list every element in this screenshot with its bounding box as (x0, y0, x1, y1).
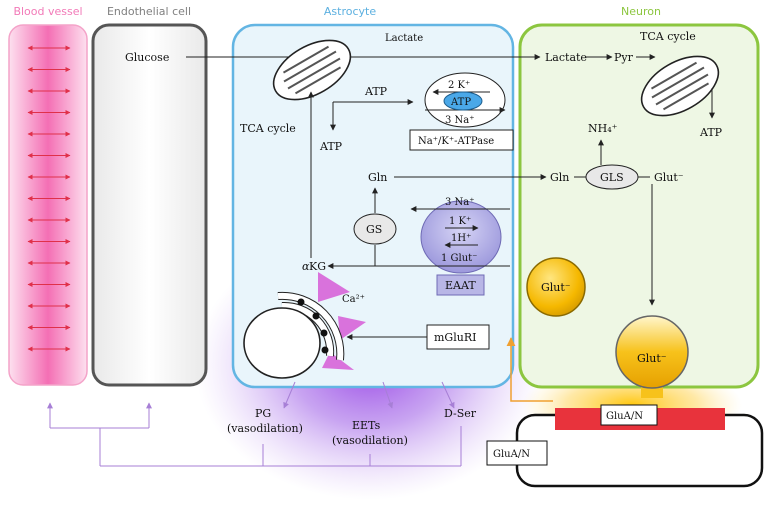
gs-enzyme (353, 213, 397, 245)
label-akg: KG (309, 260, 326, 273)
label-gln-astrocyte: Gln (368, 171, 387, 184)
label-eets: EETs (352, 419, 381, 432)
eaat-transporter (420, 200, 502, 274)
label-glut-ball: Glut⁻ (541, 281, 571, 294)
label-lactate-neuron: Lactate (545, 51, 587, 64)
label-mglur: mGluRI (434, 331, 476, 344)
label-lactate-astrocyte: Lactate (385, 33, 423, 44)
label-glut-neuron: Glut⁻ (654, 171, 684, 184)
label-akg-alpha: α (302, 260, 310, 273)
eaat-1k: 1 K⁺ (449, 216, 471, 227)
eaat-label-box (436, 274, 485, 296)
eaat-1h: 1H⁺ (451, 233, 471, 244)
label-ca: Ca²⁺ (342, 294, 365, 305)
label-atp-neuron: ATP (699, 126, 723, 139)
pump-atp: ATP (450, 97, 471, 108)
na-k-atpase (424, 72, 506, 128)
glua-top-box (600, 404, 658, 426)
label-atp-top: ATP (364, 85, 388, 98)
neuron-mitochondrion (640, 55, 720, 117)
label-glucose: Glucose (125, 51, 169, 64)
header-endothelial-cell: Endothelial cell (107, 5, 191, 18)
blood-vessel (8, 24, 88, 386)
label-pg: PG (255, 407, 271, 420)
feedback-bracket (47, 402, 462, 467)
label-dser: D-Ser (444, 407, 477, 420)
label-eets-sub: (vasodilation) (332, 434, 408, 447)
label-pyr: Pyr (614, 51, 634, 64)
pump-label-box (409, 129, 514, 151)
label-glua-top: GluA/N (606, 411, 643, 422)
label-glua-bottom: GluA/N (493, 449, 530, 460)
pump-2k: 2 K⁺ (448, 80, 470, 91)
label-gls: GLS (600, 171, 624, 184)
glua-bottom-box (486, 440, 548, 466)
label-nh4: NH₄⁺ (588, 122, 618, 135)
header-astrocyte: Astrocyte (324, 5, 376, 18)
glut-vesicle-ball (526, 257, 586, 317)
eaat-glut: 1 Glut⁻ (441, 253, 477, 264)
label-gln-neuron: Gln (550, 171, 569, 184)
label-tca-astrocyte: TCA cycle (240, 122, 296, 135)
endothelial-cell (91, 23, 208, 387)
label-gs: GS (366, 223, 382, 236)
pump-name: Na⁺/K⁺-ATPase (418, 136, 494, 147)
label-glut-terminal: Glut⁻ (637, 352, 667, 365)
calcium-store (243, 272, 366, 379)
astrocyte-mitochondrion (272, 39, 352, 101)
label-atp-astrocyte: ATP (319, 140, 343, 153)
glut-terminal-vesicle (615, 315, 689, 389)
label-pg-sub: (vasodilation) (227, 422, 303, 435)
eaat-3na: 3 Na⁺ (445, 197, 475, 208)
header-blood-vessel: Blood vessel (13, 5, 82, 18)
label-tca-neuron: TCA cycle (640, 30, 696, 43)
blood-vessel-arrows (27, 45, 71, 352)
eaat-label: EAAT (445, 279, 476, 292)
pump-3na: 3 Na⁺ (445, 115, 475, 126)
header-neuron: Neuron (621, 5, 661, 18)
